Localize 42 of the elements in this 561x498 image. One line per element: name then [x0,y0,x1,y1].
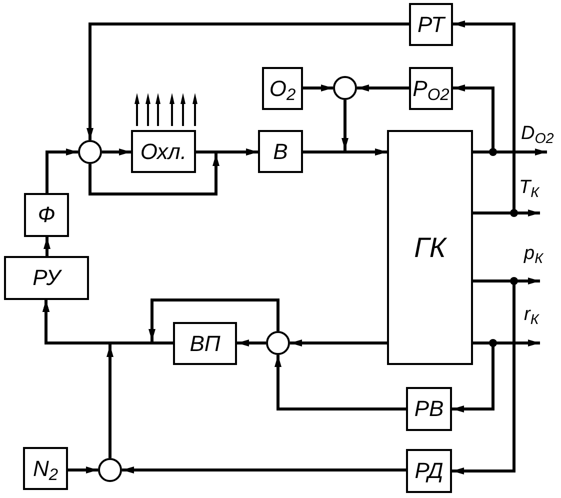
block-label: N$_{2}$ [32,458,58,480]
process-box [258,130,303,173]
block-label: Охл. [140,140,187,162]
arrow [303,148,387,156]
edge-label: T$_{К}$ [519,178,540,197]
process-box [409,67,453,110]
arrow [274,355,406,410]
process-box [387,130,473,365]
arrow [102,148,131,156]
edge-label: p$_{К}$ [524,244,543,263]
arrow [290,340,387,346]
block-label: ГК [414,234,446,262]
block-label: РД [414,460,444,482]
process-box [131,130,196,173]
block-label: РВ [414,398,444,420]
process-box [173,322,237,365]
arrow [357,84,409,92]
arrow [46,148,78,193]
block-label: ВП [190,332,220,354]
block-label: Р$_{O2}$ [412,78,450,100]
process-box [4,256,89,300]
arrow [68,466,98,474]
block-label: РУ [32,267,60,289]
process-box [23,447,68,490]
arrow [122,466,406,474]
arrow [42,300,114,458]
block-label: РТ [418,14,444,36]
process-box [262,67,303,110]
process-box [406,387,452,431]
arrow [303,84,333,92]
process-box [406,449,452,493]
block-label: O$_{2}$ [269,78,296,100]
edge-label: D$_{O2}$ [521,124,554,143]
process-box [24,193,69,237]
arrow [86,22,409,140]
arrow [88,148,258,196]
edge-label: r$_{К}$ [524,305,539,324]
block-label: В [273,140,288,162]
arrow [44,237,50,256]
arrow [237,340,266,346]
block-label: Ф [38,204,56,226]
process-box [409,3,453,46]
